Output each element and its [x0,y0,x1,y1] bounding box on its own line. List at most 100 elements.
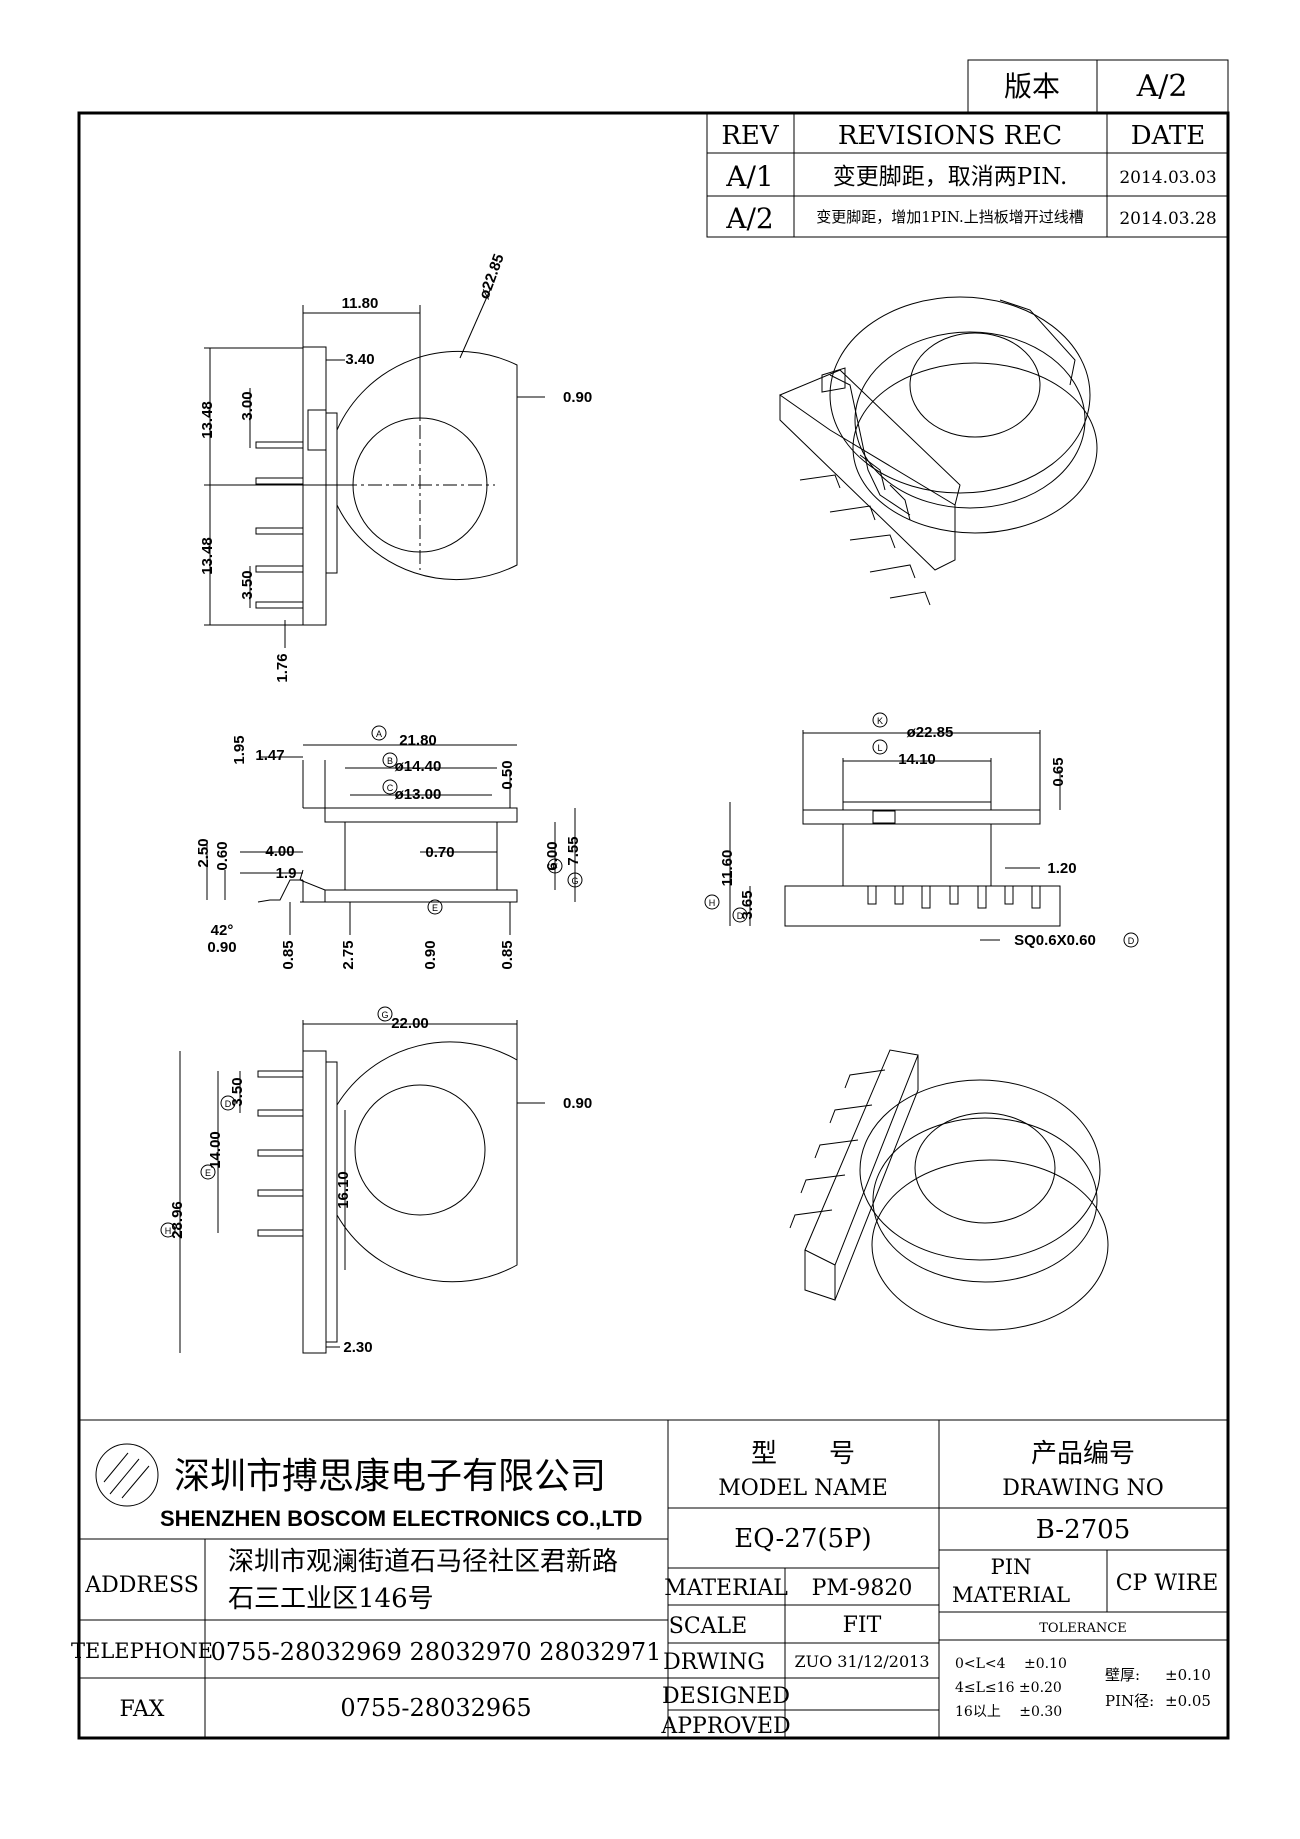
svg-text:A: A [376,729,382,739]
drwing-label: DRWING [663,1650,765,1675]
top-view: 11.80 ø22.85 3.40 0.90 13.48 13.48 3.00 … [199,252,592,683]
dim-dia-22-85-front: ø22.85 [907,724,954,741]
pin-label: PIN [991,1555,1032,1579]
scale-value: FIT [843,1613,882,1638]
date-header: DATE [1131,121,1206,151]
marker-h-bottom: H [160,1222,176,1238]
iso-view-top [778,296,1098,606]
marker-d-front: D [732,907,748,923]
tolerance-row3: 16以上 ±0.30 [955,1704,1062,1720]
company-name-cn: 深圳市搏思康电子有限公司 [174,1456,606,1497]
drawing-no-cn: 产品编号 [1031,1439,1135,1469]
marker-l: L [872,739,888,755]
marker-a: A [371,725,387,741]
svg-text:B: B [387,756,393,766]
svg-text:E: E [205,1168,211,1178]
bottom-view: 22.00 0.90 28.96 14.00 3.50 16.10 2.30 G… [160,1006,592,1356]
dim-1-95: 1.95 [231,735,248,764]
dim-0-90-side: 0.90 [207,939,236,956]
material-value: PM-9820 [812,1576,913,1601]
top-view-pins [255,441,304,609]
title-block: 深圳市搏思康电子有限公司 SHENZHEN BOSCOM ELECTRONICS… [71,1419,1228,1739]
marker-d-sq: D [1123,932,1139,948]
dim-2-50: 2.50 [195,838,212,867]
dim-4-00: 4.00 [265,843,294,860]
dim-3-65: 3.65 [739,890,756,919]
drawing-no-en: DRAWING NO [1002,1476,1164,1501]
dim-11-80: 11.80 [342,295,379,312]
pin-material-value: CP WIRE [1116,1571,1219,1596]
approved-label: APPROVED [660,1714,790,1739]
front-view: ø22.85 14.10 0.65 11.60 3.65 1.20 SQ0.6X… [704,712,1139,949]
pin-diameter-value: ±0.05 [1165,1692,1211,1710]
dim-0-85-a: 0.85 [280,940,297,969]
marker-h: H [704,894,720,910]
dim-0-65: 0.65 [1050,757,1067,786]
svg-text:D: D [1128,936,1135,946]
dim-0-60: 0.60 [214,841,231,870]
drwing-value: ZUO 31/12/2013 [794,1652,929,1671]
telephone-value: 0755-28032969 28032970 28032971 [211,1638,662,1666]
svg-text:H: H [709,898,716,908]
fax-label: FAX [120,1697,165,1722]
rev-a1-date: 2014.03.03 [1119,168,1216,188]
dim-28-96: 28.96 [169,1201,186,1239]
side-view: 21.80 ø14.40 ø13.00 1.47 1.95 0.50 0.70 … [195,725,583,970]
svg-text:K: K [877,716,883,726]
tolerance-row2: 4≤L≤16 ±0.20 [955,1680,1062,1696]
dim-14-10: 14.10 [898,751,936,768]
version-value: A/2 [1136,69,1188,104]
dim-1-47: 1.47 [255,747,284,764]
svg-text:F: F [552,862,558,872]
version-box: 版本 A/2 [967,59,1229,114]
dim-16-10: 16.10 [335,1171,352,1209]
fax-value: 0755-28032965 [340,1694,531,1722]
drawing-no-value: B-2705 [1036,1515,1131,1545]
dim-13-48-a: 13.48 [199,401,216,439]
dim-42-deg: 42° [211,922,234,939]
company-name-en: SHENZHEN BOSCOM ELECTRONICS CO.,LTD [160,1506,642,1531]
model-name-en: MODEL NAME [718,1476,888,1501]
svg-text:G: G [571,876,578,886]
svg-text:C: C [387,783,394,793]
dim-0-90-bottom: 0.90 [563,1095,592,1112]
iso-bottom-pins [789,1069,886,1229]
scale-label: SCALE [669,1614,747,1639]
svg-text:G: G [381,1010,388,1020]
tolerance-label: TOLERANCE [1039,1621,1126,1636]
svg-text:D: D [737,911,744,921]
bottom-view-pins [257,1070,304,1237]
marker-f: F [547,858,563,874]
address-line1: 深圳市观澜街道石马径社区君新路 [228,1547,618,1577]
revisions-rec-header: REVISIONS REC [838,121,1062,151]
address-line2: 石三工业区146号 [228,1584,434,1614]
svg-text:D: D [225,1099,232,1109]
dim-dia-14-40: ø14.40 [395,758,442,775]
dim-13-48-b: 13.48 [199,537,216,575]
pin-material-label: MATERIAL [952,1583,1070,1607]
dim-1-76: 1.76 [274,653,291,682]
rev-a1-rec: 变更脚距，取消两PIN. [833,164,1068,190]
dim-0-90: 0.90 [563,389,592,406]
model-name-cn: 型 号 [751,1439,855,1469]
dim-0-90-e: 0.90 [422,940,439,969]
iso-view-bottom [789,1049,1109,1331]
dim-0-50: 0.50 [499,760,516,789]
rev-a2: A/2 [725,202,773,235]
dim-22-00: 22.00 [391,1015,429,1032]
svg-text:H: H [165,1226,172,1236]
dim-sq: SQ0.6X0.60 [1014,932,1096,949]
rev-a2-date: 2014.03.28 [1119,209,1216,229]
dim-2-75: 2.75 [340,940,357,969]
dim-dia-13-00: ø13.00 [395,786,442,803]
marker-d-bottom: D [220,1095,236,1111]
rev-header: REV [721,121,780,151]
rev-a1: A/1 [725,160,773,193]
dim-7-55: 7.55 [565,836,582,865]
dim-dia-22-85: ø22.85 [476,252,508,302]
designed-label: DESIGNED [662,1684,790,1709]
dim-3-50-bottom: 3.50 [229,1077,246,1106]
dim-3-40: 3.40 [345,351,374,368]
dim-0-85-b: 0.85 [499,940,516,969]
